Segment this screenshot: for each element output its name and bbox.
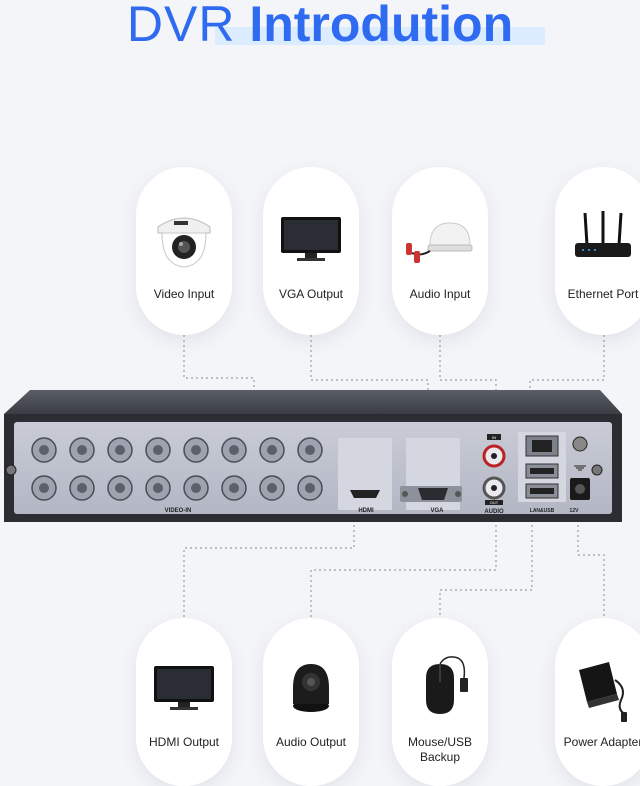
- mouse-usb-label-line1: Mouse/USB: [407, 735, 473, 749]
- mouse-usb-backup-card: Mouse/USB Backup: [392, 618, 488, 786]
- hdmi-output-card: HDMI Output: [136, 618, 232, 786]
- audio-output-card: Audio Output: [263, 618, 359, 786]
- title-bold: Introdution: [249, 0, 514, 52]
- speaker-icon: [293, 664, 329, 712]
- monitor-icon: [154, 666, 214, 710]
- power-adapter-card: Power Adapter: [555, 618, 640, 786]
- ethernet-port-card: Ethernet Port: [555, 167, 640, 335]
- power-adapter-icon: [579, 662, 627, 722]
- dome-camera-icon: [157, 217, 211, 268]
- bnc-connectors: [31, 437, 323, 501]
- hdmi-text: HDMI: [358, 508, 374, 514]
- power-adapter-label: Power Adapter: [563, 735, 640, 749]
- audio-output-label: Audio Output: [275, 735, 347, 749]
- mouse-usb-backup-label: Mouse/USB Backup: [372, 735, 508, 765]
- audio-input-label: Audio Input: [409, 287, 471, 301]
- audio-in-text: IN: [492, 435, 496, 440]
- monitor-icon: [281, 217, 341, 261]
- lan-usb-text: LAN&USB: [530, 508, 555, 514]
- hdmi-output-label: HDMI Output: [148, 735, 220, 749]
- router-icon: [575, 211, 631, 257]
- audio-text: AUDIO: [484, 509, 504, 515]
- video-input-card: Video Input: [136, 167, 232, 335]
- audio-out-text: OUT: [490, 500, 499, 505]
- audio-input-card: Audio Input: [392, 167, 488, 335]
- video-input-label: Video Input: [153, 287, 215, 301]
- microphone-icon: [406, 222, 473, 263]
- mouse-usb-label-line2: Backup: [419, 750, 461, 764]
- ethernet-port-label: Ethernet Port: [567, 287, 639, 301]
- vga-output-card: VGA Output: [263, 167, 359, 335]
- dvr-rear-panel: VIDEO-IN HDMI VGA IN OUT AUDIO LAN&USB 1…: [4, 390, 622, 522]
- vga-text: VGA: [430, 508, 444, 514]
- page-title: DVR Introdution: [0, 0, 640, 54]
- vga-output-label: VGA Output: [278, 287, 344, 301]
- title-light: DVR: [126, 0, 236, 52]
- video-in-text: VIDEO-IN: [165, 508, 192, 514]
- power-text: 12V: [570, 508, 580, 514]
- mouse-icon: [426, 656, 468, 714]
